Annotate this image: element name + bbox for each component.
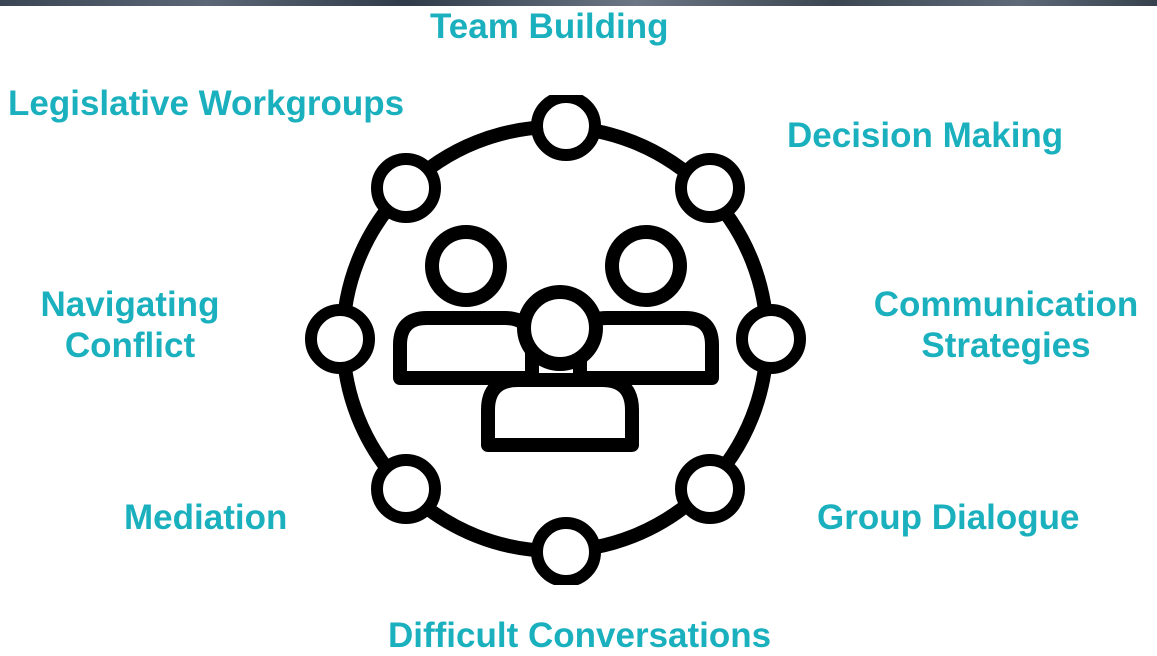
node-bottom-icon: [531, 517, 601, 585]
person-right-head-icon: [605, 225, 687, 307]
label-team-building: Team Building: [430, 7, 669, 46]
node-bottom-right-icon: [675, 454, 745, 524]
node-top-icon: [531, 95, 601, 161]
label-communication-line1: Communication: [873, 285, 1139, 324]
label-difficult-conversations: Difficult Conversations: [388, 616, 772, 655]
label-decision-making: Decision Making: [787, 116, 1064, 155]
person-left-head-icon: [425, 225, 507, 307]
label-mediation: Mediation: [124, 498, 288, 537]
label-communication-strategies: Communication Strategies: [858, 284, 1154, 366]
node-top-right-icon: [675, 153, 745, 223]
label-navigating-line2: Conflict: [64, 326, 196, 365]
node-top-left-icon: [371, 153, 441, 223]
node-right-icon: [736, 304, 806, 374]
label-legislative-workgroups: Legislative Workgroups: [8, 84, 405, 123]
person-left-body-icon: [393, 311, 539, 385]
label-navigating-conflict: Navigating Conflict: [10, 284, 250, 366]
node-bottom-left-icon: [371, 454, 441, 524]
person-center-body-icon: [481, 373, 639, 452]
top-photo-strip: [0, 0, 1157, 6]
label-group-dialogue: Group Dialogue: [817, 498, 1080, 537]
person-center-head-icon: [517, 285, 603, 371]
label-communication-line2: Strategies: [921, 326, 1091, 365]
label-navigating-line1: Navigating: [40, 285, 220, 324]
team-network-icon: [305, 95, 806, 585]
node-left-icon: [305, 304, 375, 374]
